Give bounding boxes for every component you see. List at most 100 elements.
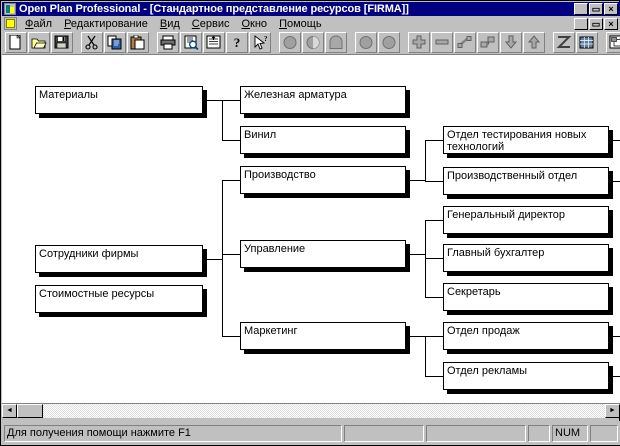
connector-line bbox=[425, 181, 443, 182]
resource-group-icon[interactable] bbox=[325, 32, 347, 53]
svg-text:?: ? bbox=[264, 35, 268, 43]
connector-line bbox=[222, 254, 240, 255]
connector-line bbox=[609, 376, 620, 377]
connector-line bbox=[406, 180, 426, 181]
connector-line bbox=[222, 180, 223, 337]
print-icon[interactable] bbox=[157, 32, 179, 53]
move-up-icon[interactable] bbox=[523, 32, 545, 53]
diagram-node[interactable]: Производство bbox=[240, 166, 406, 194]
menu-mnemonic: В bbox=[159, 17, 168, 30]
connector-line bbox=[203, 259, 222, 260]
copy-icon[interactable] bbox=[104, 32, 126, 53]
app-icon[interactable] bbox=[4, 3, 16, 15]
diagram-node[interactable]: Стоимостные ресурсы bbox=[35, 285, 203, 313]
connector-line bbox=[425, 258, 443, 259]
menu-mnemonic: П bbox=[279, 17, 287, 30]
menu-mnemonic: Ф bbox=[25, 17, 34, 30]
zoom-fit-icon[interactable] bbox=[553, 32, 575, 53]
menu-mnemonic: Р bbox=[64, 17, 71, 30]
sort-icon[interactable] bbox=[203, 32, 225, 53]
mdi-close-button[interactable]: × bbox=[604, 17, 618, 30]
mdi-document-icon[interactable] bbox=[4, 17, 17, 30]
toolbar: ?? bbox=[2, 31, 620, 55]
diagram-node[interactable]: Винил bbox=[240, 126, 406, 154]
restore-icon: ▭ bbox=[591, 4, 601, 14]
menu-item-help[interactable]: Помощь bbox=[273, 17, 328, 31]
minimize-button[interactable]: _ bbox=[574, 3, 588, 15]
mdi-minimize-button[interactable]: _ bbox=[574, 17, 588, 30]
diagram-node[interactable]: Отдел рекламы bbox=[443, 362, 609, 390]
scroll-left-arrow-icon[interactable]: ◄ bbox=[2, 404, 17, 418]
connector-line bbox=[222, 140, 240, 141]
scroll-right-arrow-icon[interactable]: ► bbox=[605, 404, 620, 418]
status-panel-2 bbox=[344, 424, 424, 442]
window-caption-buttons: _ ▭ × bbox=[574, 3, 619, 15]
resource-icon[interactable] bbox=[279, 32, 301, 53]
menu-bar: Файл Редактирование Вид Сервис Окно Помо… bbox=[2, 16, 620, 31]
menu-label-rest: едактирование bbox=[70, 17, 148, 30]
menu-item-tools[interactable]: Сервис bbox=[186, 17, 236, 31]
minimize-icon: _ bbox=[578, 6, 584, 15]
remove-icon[interactable] bbox=[431, 32, 453, 53]
diagram-node[interactable]: Отдел продаж bbox=[443, 322, 609, 350]
connector-line bbox=[425, 376, 443, 377]
connector-line bbox=[222, 100, 223, 141]
diagram-node[interactable]: Главный бухгалтер bbox=[443, 244, 609, 272]
status-num-indicator: NUM bbox=[552, 424, 588, 442]
menu-item-file[interactable]: Файл bbox=[19, 17, 58, 31]
mdi-restore-button[interactable]: ▭ bbox=[589, 17, 603, 30]
grid-icon[interactable] bbox=[576, 32, 598, 53]
filter-icon[interactable] bbox=[355, 32, 377, 53]
diagram-node[interactable]: Секретарь bbox=[443, 283, 609, 311]
save-icon[interactable] bbox=[51, 32, 73, 53]
svg-text:?: ? bbox=[234, 35, 241, 50]
indent-icon[interactable] bbox=[477, 32, 499, 53]
status-panel-6 bbox=[590, 424, 618, 442]
diagram-node[interactable]: Материалы bbox=[35, 86, 203, 114]
resource-assign-icon[interactable] bbox=[302, 32, 324, 53]
diagram-node[interactable]: Сотрудники фирмы bbox=[35, 245, 203, 273]
title-bar[interactable]: Open Plan Professional - [Стандартное пр… bbox=[2, 2, 620, 16]
open-icon[interactable] bbox=[28, 32, 50, 53]
print-preview-icon[interactable] bbox=[180, 32, 202, 53]
connector-line bbox=[425, 140, 426, 181]
diagram-node[interactable]: Отдел тестирования новых технологий bbox=[443, 126, 609, 154]
sort-resource-icon[interactable] bbox=[378, 32, 400, 53]
new-icon[interactable] bbox=[5, 32, 27, 53]
diagram-node[interactable]: Генеральный директор bbox=[443, 206, 609, 234]
menu-label-rest: кно bbox=[250, 17, 268, 30]
scroll-thumb[interactable] bbox=[17, 404, 43, 418]
connector-line bbox=[425, 220, 443, 221]
diagram-node[interactable]: Управление bbox=[240, 240, 406, 268]
help-icon[interactable]: ? bbox=[226, 32, 248, 53]
close-button[interactable]: × bbox=[604, 3, 618, 15]
connector-line bbox=[425, 336, 443, 337]
diagram-node[interactable]: Маркетинг bbox=[240, 322, 406, 350]
connector-line bbox=[609, 140, 620, 141]
context-help-icon[interactable]: ? bbox=[249, 32, 271, 53]
scroll-track[interactable] bbox=[17, 404, 605, 418]
menu-label-rest: омощь bbox=[286, 17, 322, 30]
connector-line bbox=[425, 140, 443, 141]
menu-item-window[interactable]: Окно bbox=[235, 17, 273, 31]
add-icon[interactable] bbox=[408, 32, 430, 53]
connector-line bbox=[222, 336, 240, 337]
paste-icon[interactable] bbox=[127, 32, 149, 53]
link-icon[interactable] bbox=[454, 32, 476, 53]
menu-item-edit[interactable]: Редактирование bbox=[58, 17, 154, 31]
window-title: Open Plan Professional - [Стандартное пр… bbox=[19, 3, 409, 15]
restore-button[interactable]: ▭ bbox=[589, 3, 603, 15]
menu-item-view[interactable]: Вид bbox=[154, 17, 186, 31]
minimize-icon: _ bbox=[578, 20, 584, 30]
close-icon: × bbox=[608, 18, 614, 29]
close-icon: × bbox=[608, 4, 614, 14]
diagram-node[interactable]: Железная арматура bbox=[240, 86, 406, 114]
horizontal-scrollbar[interactable]: ◄ ► bbox=[2, 403, 620, 418]
cut-icon[interactable] bbox=[81, 32, 103, 53]
layout-icon[interactable] bbox=[606, 32, 620, 53]
move-down-icon[interactable] bbox=[500, 32, 522, 53]
diagram-node[interactable]: Производственный отдел bbox=[443, 167, 609, 195]
